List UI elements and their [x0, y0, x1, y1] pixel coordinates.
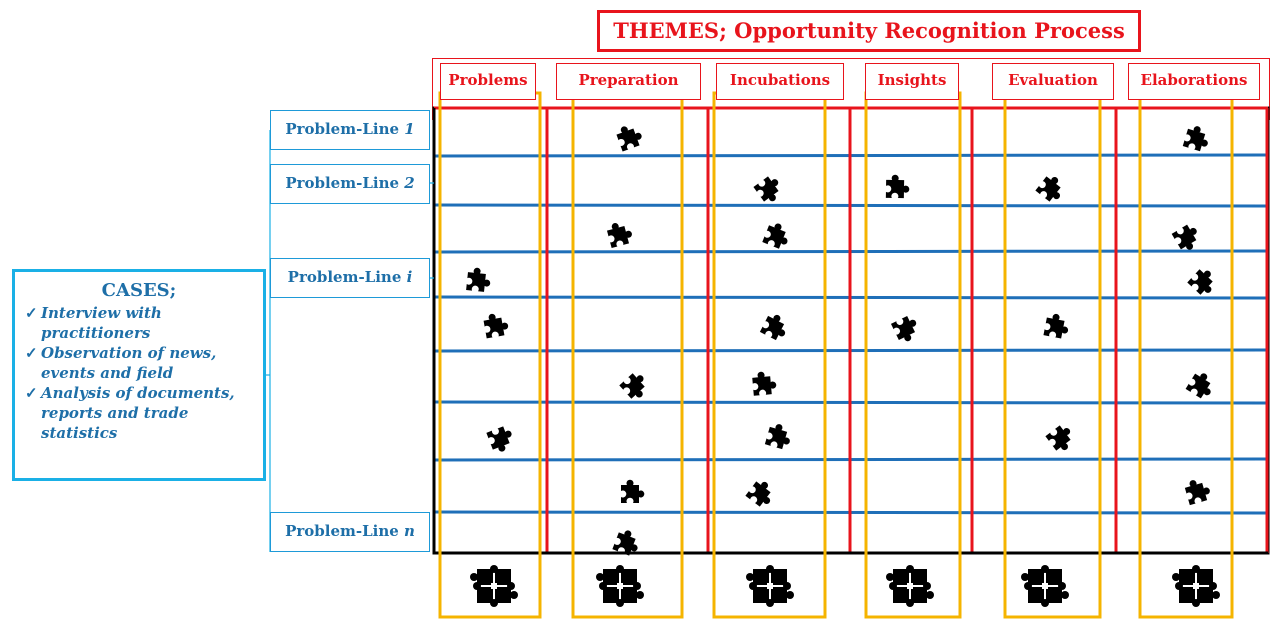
puzzle-piece-icon	[1184, 480, 1210, 506]
puzzle-piece-icon	[764, 424, 790, 450]
problem-line-label: Problem-Line n	[270, 512, 430, 552]
puzzle-cluster-icon	[746, 565, 794, 607]
puzzle-cluster-icon	[1172, 565, 1220, 607]
puzzle-cluster-icon	[596, 565, 644, 607]
theme-header-evaluation: Evaluation	[992, 63, 1114, 100]
theme-header-problems: Problems	[440, 63, 536, 100]
puzzle-piece-icon	[759, 314, 786, 341]
puzzle-piece-icon	[762, 223, 788, 249]
puzzle-piece-icon	[1043, 313, 1069, 339]
theme-header-elaborations: Elaborations	[1128, 63, 1260, 100]
puzzle-piece-icon	[752, 371, 777, 396]
puzzle-piece-icon	[466, 267, 491, 292]
case-item: ✓Observation of news, events and field	[25, 344, 217, 382]
puzzle-piece-icon	[483, 313, 509, 339]
problem-line-label: Problem-Line 1	[270, 110, 430, 150]
puzzle-piece-icon	[890, 315, 917, 342]
puzzle-piece-icon	[745, 481, 771, 507]
cases-box: CASES; ✓Interview with practitioners ✓Ob…	[12, 269, 266, 481]
problem-line-label: Problem-Line i	[270, 258, 430, 298]
puzzle-piece-icon	[1035, 176, 1061, 202]
puzzle-piece-icon	[621, 479, 645, 503]
theme-header-preparation: Preparation	[556, 63, 701, 100]
problem-line-label: Problem-Line 2	[270, 164, 430, 204]
puzzle-piece-icon	[1182, 126, 1208, 152]
theme-header-insights: Insights	[865, 63, 959, 100]
theme-header-incubations: Incubations	[716, 63, 844, 100]
puzzle-cluster-icon	[886, 565, 934, 607]
check-icon: ✓	[25, 304, 38, 322]
check-icon: ✓	[25, 344, 38, 362]
cases-title: CASES;	[101, 280, 177, 301]
check-icon: ✓	[25, 384, 38, 402]
puzzle-piece-icon	[616, 126, 642, 152]
puzzle-cluster-icon	[470, 565, 518, 607]
case-item: ✓Analysis of documents, reports and trad…	[25, 384, 235, 442]
puzzle-piece-icon	[486, 426, 512, 452]
puzzle-piece-icon	[1045, 425, 1071, 451]
puzzle-piece-icon	[1185, 373, 1211, 399]
case-item: ✓Interview with practitioners	[25, 304, 162, 342]
puzzle-piece-icon	[885, 174, 910, 199]
cases-list: ✓Interview with practitioners ✓Observati…	[25, 303, 253, 443]
puzzle-piece-icon	[619, 373, 645, 399]
puzzle-piece-icon	[606, 223, 632, 249]
puzzle-piece-icon	[1187, 269, 1213, 295]
puzzle-piece-icon	[1171, 224, 1197, 250]
puzzle-piece-icon	[612, 530, 638, 556]
puzzle-cluster-icon	[1021, 565, 1069, 607]
puzzle-piece-icon	[753, 176, 779, 202]
diagram-title: THEMES; Opportunity Recognition Process	[597, 10, 1141, 52]
